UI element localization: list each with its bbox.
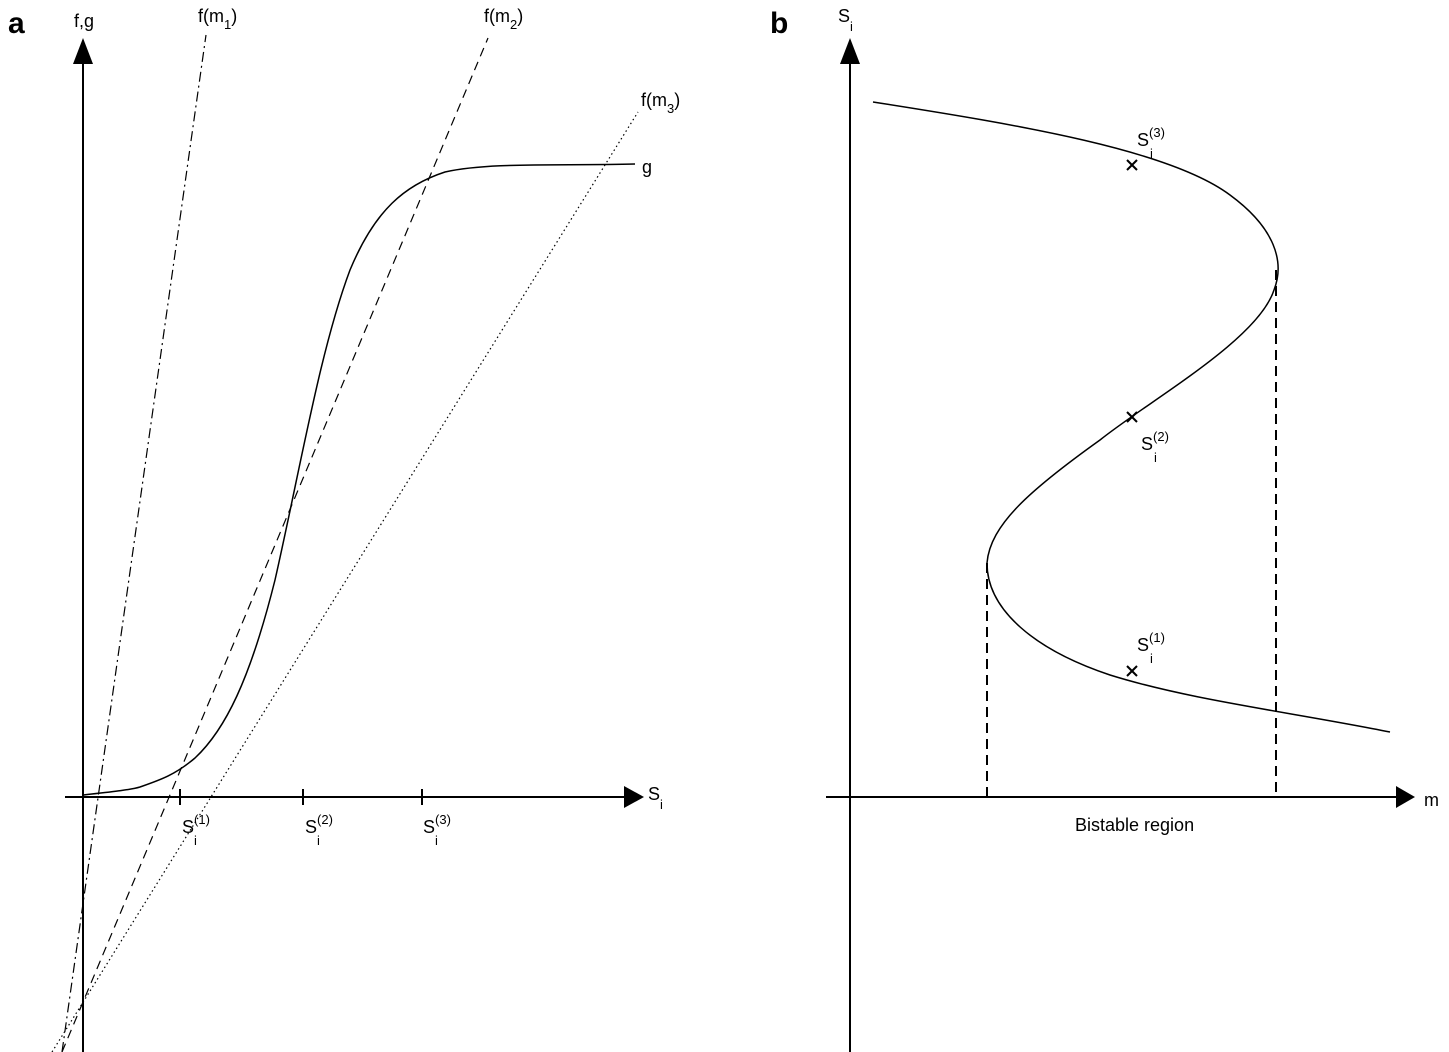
panel-b: b Si m S(3) i S(2) i S(1) i Bistable [770,6,1439,1052]
panel-a-tick-label-2-sub: i [317,833,320,848]
panel-b-marker-2 [1126,411,1138,423]
panel-a-tick-label-1-sub: i [194,833,197,848]
panel-a-curve-g-label: g [642,157,652,177]
panel-a-line-label-m3: f(m3) [641,90,680,116]
panel-a-line-label-m1: f(m1) [198,6,237,32]
panel-b-x-axis-arrow [1396,786,1415,808]
panel-b-y-axis-arrow [840,38,860,64]
panel-b-point-label-1: S(1) [1137,630,1165,655]
panel-b-letter: b [770,7,788,40]
panel-a-x-axis-arrow [624,786,644,808]
panel-a-letter: a [8,7,25,40]
panel-a-y-axis-arrow [73,38,93,64]
panel-b-point-label-1-sub: i [1150,651,1153,666]
panel-b-curve [872,101,1391,733]
panel-b-marker-3 [1126,159,1138,171]
panel-a-y-axis-label: f,g [74,11,94,31]
panel-b-marker-1 [1126,665,1138,677]
panel-b-point-label-3: S(3) [1137,125,1165,150]
panel-a-line-f-m2 [61,37,489,1052]
panel-a-tick-label-1: S(1) [182,812,210,837]
panel-b-y-axis-label: Si [838,6,853,34]
panel-a-curve-g [82,163,636,796]
panel-a: a f,g Si S(1) i S(2) i S(3) i g f(m1) f(… [8,6,680,1052]
panel-a-line-f-m3 [51,111,639,1052]
panel-b-point-label-2: S(2) [1141,429,1169,454]
panel-b-region-label: Bistable region [1075,815,1194,835]
panel-b-point-label-3-sub: i [1150,146,1153,161]
panel-a-tick-label-2: S(2) [305,812,333,837]
panel-a-line-f-m1 [61,34,207,1052]
panel-a-tick-label-3: S(3) [423,812,451,837]
panel-b-x-axis-label: m [1424,790,1439,810]
panel-b-point-label-2-sub: i [1154,450,1157,465]
panel-a-tick-label-3-sub: i [435,833,438,848]
panel-a-x-axis-label: Si [648,784,663,812]
panel-a-line-label-m2: f(m2) [484,6,523,32]
